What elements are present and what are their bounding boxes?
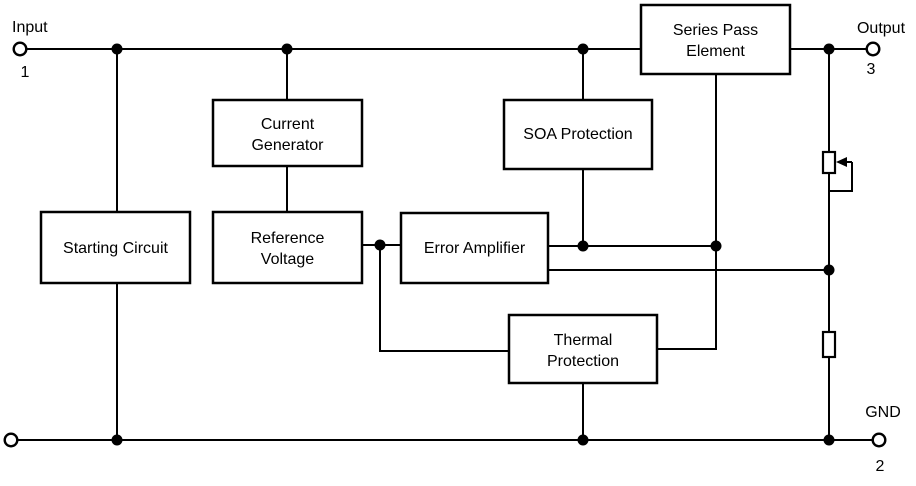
block-box: [39, 210, 192, 285]
block-label: Current: [261, 116, 315, 133]
block-current-generator: Current Generator: [211, 98, 364, 168]
junction-dot: [111, 434, 123, 446]
terminal-labels: Input 1 Output 3 GND 2: [12, 19, 906, 475]
junction-dot: [577, 240, 589, 252]
junction-dot: [111, 43, 123, 55]
block-label: Series Pass: [673, 22, 758, 39]
junction-dot: [823, 434, 835, 446]
block-box: [507, 313, 659, 385]
potentiometer-wiper-arrow-icon: [836, 157, 847, 167]
gnd-label: GND: [865, 404, 901, 421]
block-series-pass-element: Series Pass Element: [639, 3, 792, 76]
output-terminal-circle: [865, 41, 881, 57]
junction-dots: [111, 43, 835, 446]
wire-series-pass-drive: [657, 74, 717, 350]
junction-dot: [710, 240, 722, 252]
input-pin-number: 1: [21, 64, 30, 81]
junction-dot: [577, 434, 589, 446]
junction-dot: [281, 43, 293, 55]
block-reference-voltage: Reference Voltage: [211, 210, 364, 285]
wire-potentiometer-wiper-loop: [829, 162, 853, 192]
block-box: [211, 210, 364, 285]
input-label: Input: [12, 19, 48, 36]
block-label: Protection: [547, 353, 619, 370]
potentiometer-symbol: [821, 150, 852, 175]
output-pin-number: 3: [867, 61, 876, 78]
block-label: Voltage: [261, 251, 314, 268]
gnd-pin-number: 2: [876, 458, 885, 475]
block-thermal-protection: Thermal Protection: [507, 313, 659, 385]
block-box: [639, 3, 792, 76]
ground-left-terminal-circle: [3, 432, 19, 448]
block-label: Element: [686, 43, 745, 60]
block-label: SOA Protection: [523, 126, 632, 143]
block-box: [399, 211, 550, 285]
output-label: Output: [857, 20, 906, 37]
terminals: [3, 41, 887, 448]
block-box: [502, 98, 654, 171]
resistor-body: [821, 330, 837, 359]
block-label: Error Amplifier: [424, 240, 526, 257]
block-label: Thermal: [554, 332, 613, 349]
junction-dot: [577, 43, 589, 55]
input-terminal-circle: [12, 41, 28, 57]
junction-dot: [823, 43, 835, 55]
gnd-terminal-circle: [871, 432, 887, 448]
function-blocks: Series Pass Element Current Generator SO…: [39, 3, 792, 385]
block-label: Reference: [251, 230, 325, 247]
voltage-divider: [821, 150, 852, 359]
potentiometer-body: [821, 150, 837, 175]
block-soa-protection: SOA Protection: [502, 98, 654, 171]
block-box: [211, 98, 364, 168]
wire-reference-node-to-thermal: [379, 245, 509, 352]
junction-dot: [374, 239, 386, 251]
block-label: Generator: [251, 137, 324, 154]
wires: [17, 48, 873, 441]
resistor-symbol: [821, 330, 837, 359]
block-starting-circuit: Starting Circuit: [39, 210, 192, 285]
junction-dot: [823, 264, 835, 276]
block-error-amplifier: Error Amplifier: [399, 211, 550, 285]
block-label: Starting Circuit: [63, 240, 168, 257]
